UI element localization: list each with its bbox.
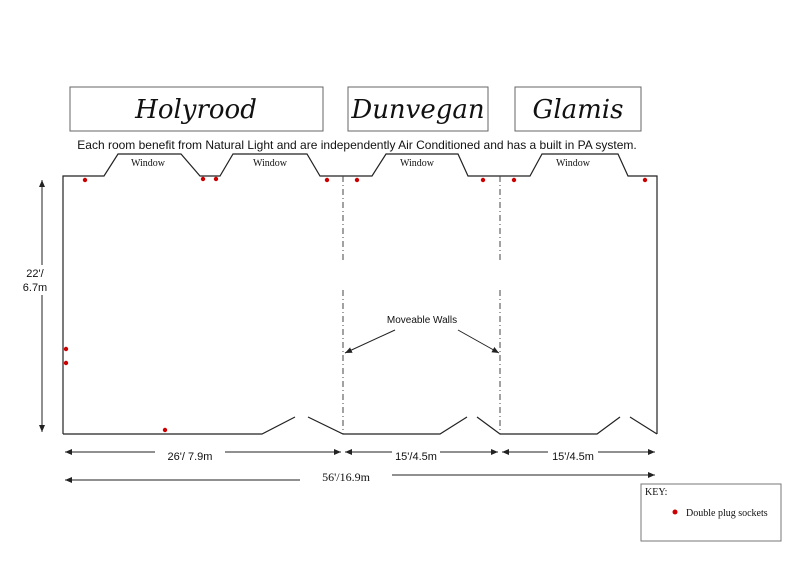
socket-icon <box>82 177 88 183</box>
legend-key: KEY: Double plug sockets <box>640 483 782 542</box>
key-socket-label: Double plug sockets <box>686 508 768 519</box>
socket-icon <box>162 427 168 433</box>
socket-icon <box>480 177 486 183</box>
socket-icon <box>672 509 678 515</box>
socket-icon <box>63 346 69 352</box>
key-title: KEY: <box>645 487 667 498</box>
width-arrows <box>65 449 655 483</box>
window-label: Window <box>131 158 166 169</box>
socket-icon <box>63 360 69 366</box>
dunvegan-width: 15'/4.5m <box>395 451 437 463</box>
walls <box>62 153 658 435</box>
socket-icon <box>642 177 648 183</box>
total-width: 56'/16.9m <box>322 470 370 484</box>
moveable-walls-label: Moveable Walls <box>387 315 457 326</box>
room-name: Dunvegan <box>350 95 484 125</box>
socket-icon <box>213 176 219 182</box>
window-label: Window <box>400 158 435 169</box>
moveable-walls-pointers <box>344 329 500 354</box>
socket-icon <box>200 176 206 182</box>
socket-icon <box>354 177 360 183</box>
sockets <box>63 176 648 433</box>
socket-icon <box>324 177 330 183</box>
room-label-holyrood: Holyrood <box>69 86 324 132</box>
window-label: Window <box>556 158 591 169</box>
room-name: Glamis <box>533 95 624 125</box>
socket-icon <box>511 177 517 183</box>
height-dimension: 22'/ <box>26 268 44 280</box>
holyrood-width: 26'/ 7.9m <box>168 451 213 463</box>
room-label-glamis: Glamis <box>514 86 642 132</box>
moveable-walls <box>342 176 501 434</box>
features-note: Each room benefit from Natural Light and… <box>77 138 636 152</box>
room-label-dunvegan: Dunvegan <box>347 86 489 132</box>
height-dimension-metric: 6.7m <box>23 282 47 294</box>
room-name: Holyrood <box>134 95 257 125</box>
glamis-width: 15'/4.5m <box>552 451 594 463</box>
window-label: Window <box>253 158 288 169</box>
